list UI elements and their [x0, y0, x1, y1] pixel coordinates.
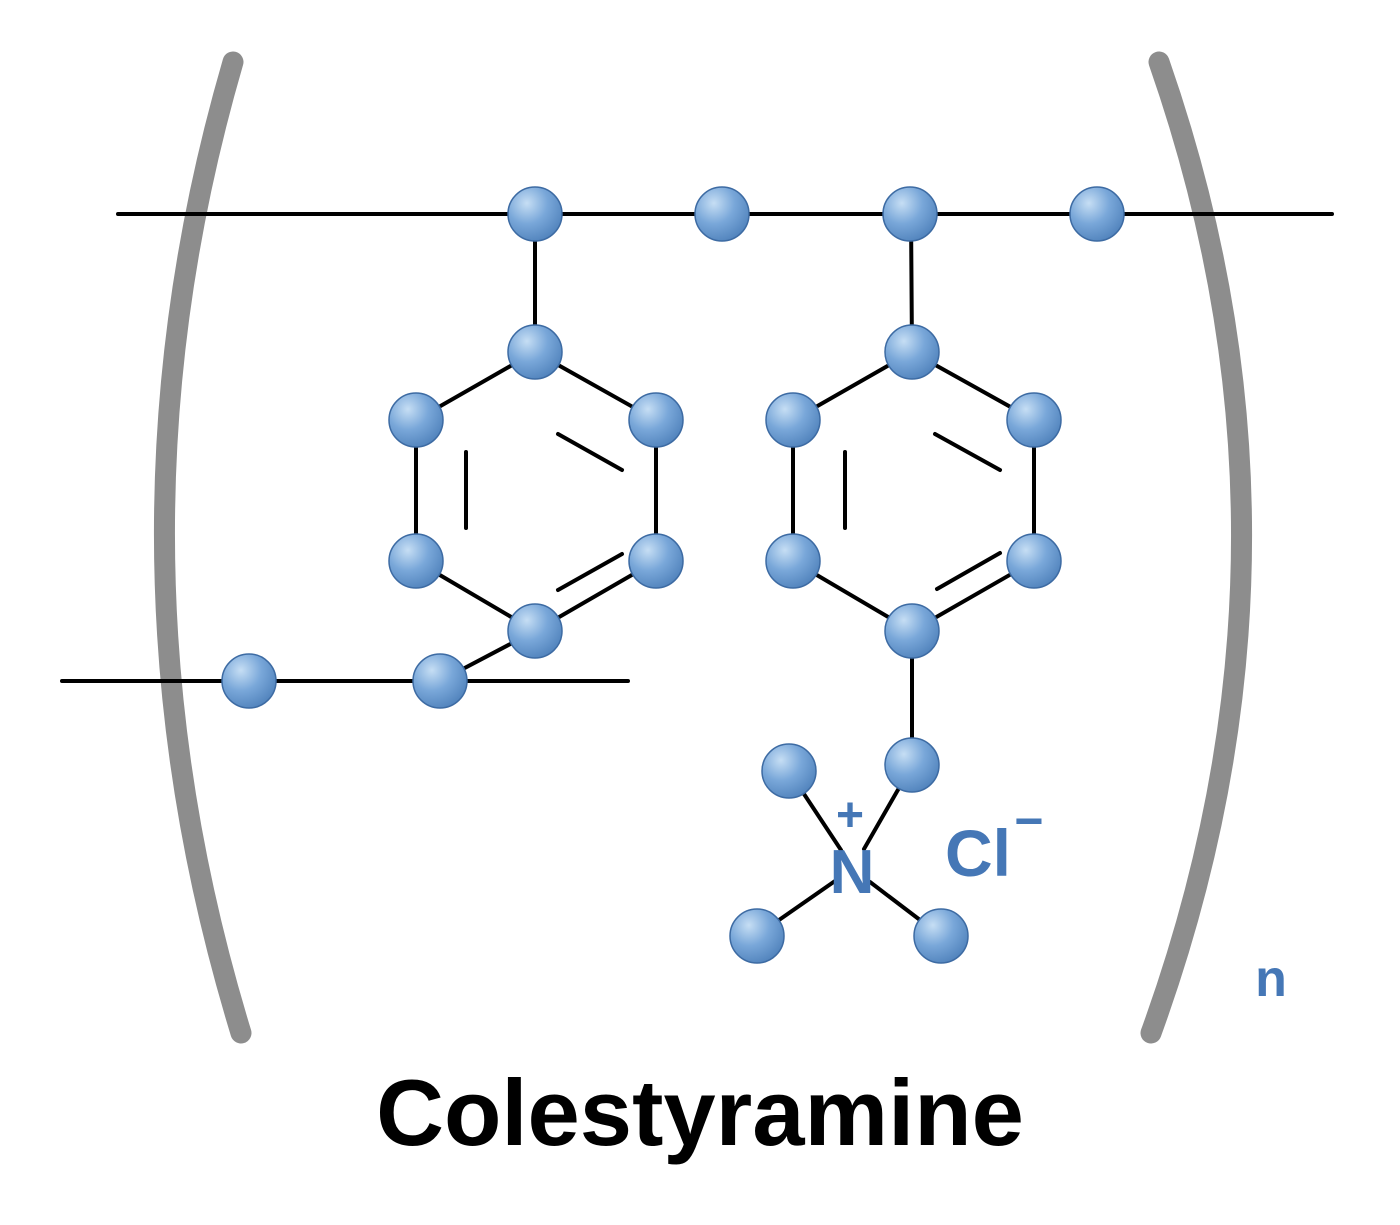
bond — [556, 552, 624, 592]
bond — [777, 879, 837, 922]
charge-plus-label: + — [836, 789, 864, 842]
bond — [802, 792, 843, 852]
atom — [765, 392, 821, 448]
atom — [412, 653, 468, 709]
atom — [628, 533, 684, 589]
bond — [933, 432, 1002, 472]
nitrogen-label: N — [830, 838, 875, 907]
atom — [507, 324, 563, 380]
charge-minus-label: − — [1014, 793, 1043, 849]
atom — [388, 533, 444, 589]
atom — [884, 324, 940, 380]
bond — [862, 786, 901, 851]
atom — [628, 392, 684, 448]
atom — [729, 908, 785, 964]
atom — [882, 186, 938, 242]
chloride-label: Cl — [945, 816, 1011, 890]
bond — [868, 880, 922, 922]
molecule-title: Colestyramine — [376, 1060, 1024, 1165]
atom — [913, 908, 969, 964]
atom — [507, 186, 563, 242]
atom — [694, 186, 750, 242]
atom — [1069, 186, 1125, 242]
atom — [1006, 392, 1062, 448]
bond — [935, 551, 1002, 591]
right-bracket — [1140, 51, 1252, 1044]
atom-spheres — [221, 186, 1125, 964]
repeat-brackets — [154, 51, 1252, 1044]
left-bracket — [154, 51, 252, 1044]
atom — [221, 653, 277, 709]
chemical-labels: + N Cl − n Colestyramine — [376, 789, 1287, 1165]
atom — [884, 737, 940, 793]
atom — [884, 603, 940, 659]
atom — [765, 533, 821, 589]
atom — [388, 392, 444, 448]
atom — [507, 603, 563, 659]
bond-lines — [60, 212, 1334, 922]
atom — [761, 743, 817, 799]
bond — [556, 432, 624, 472]
atom — [1006, 533, 1062, 589]
repeat-subscript: n — [1255, 950, 1287, 1008]
